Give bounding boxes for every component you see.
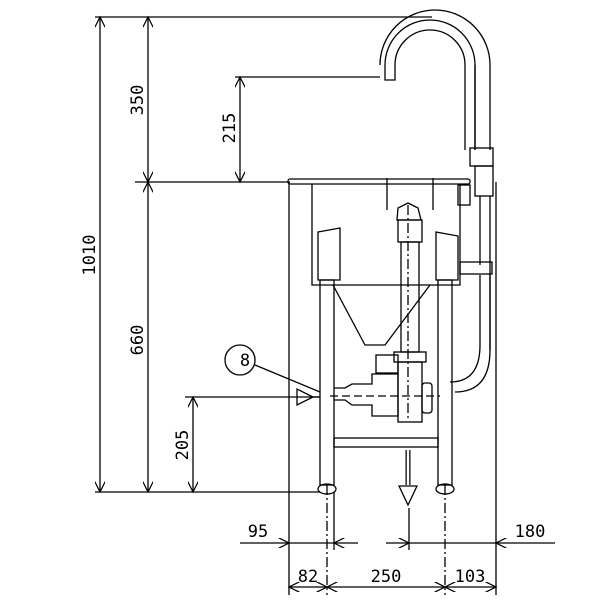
faucet <box>379 9 494 393</box>
legs <box>317 279 455 495</box>
drain-pipe <box>330 202 440 423</box>
dimension-lines <box>100 17 555 587</box>
dim-spout-height: 215 <box>220 113 240 144</box>
drain-arrow-icon <box>397 485 419 507</box>
extension-lines <box>95 16 497 595</box>
dim-total-height: 1010 <box>80 235 100 276</box>
dim-right-offset: 180 <box>515 522 546 542</box>
callout-label: 8 <box>240 351 250 371</box>
sink-tank <box>287 178 471 346</box>
dim-counter-height: 660 <box>128 325 148 356</box>
callout-leader <box>254 364 321 393</box>
dim-left-offset: 95 <box>248 522 268 542</box>
dim-left-leg: 82 <box>298 567 318 587</box>
dim-inlet-height: 205 <box>173 430 193 461</box>
dim-leg-span: 250 <box>371 567 402 587</box>
dim-faucet-height: 350 <box>128 85 148 116</box>
callout-circle <box>224 344 256 376</box>
dim-right-leg: 103 <box>455 567 486 587</box>
inlet-arrow-icon <box>296 387 315 407</box>
